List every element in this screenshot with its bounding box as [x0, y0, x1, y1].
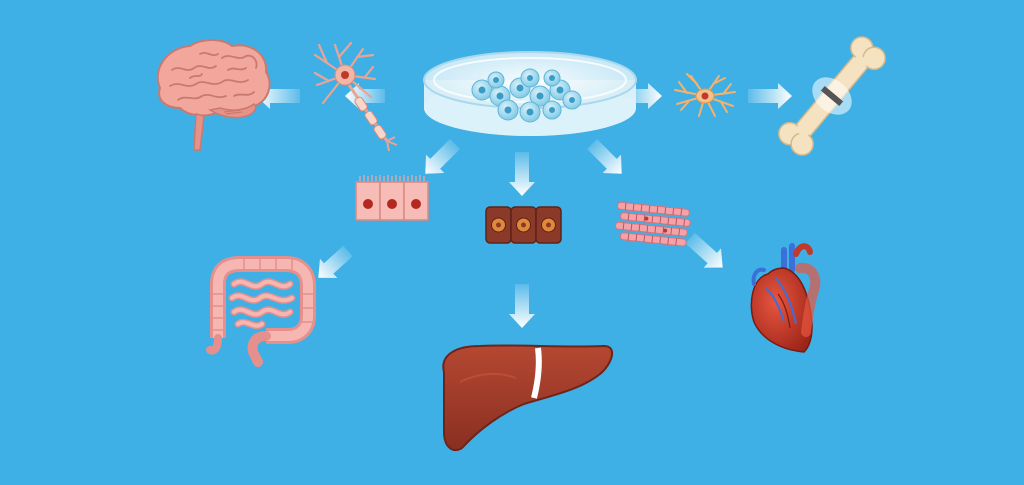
petri-dish-stem-cells-icon — [423, 51, 637, 136]
arrow-muscle-to-heart — [685, 232, 723, 268]
arrow-dish-to-muscle — [587, 139, 622, 174]
brain-icon — [156, 39, 271, 151]
small-intestine — [228, 278, 296, 330]
bone-icon — [778, 36, 886, 156]
neuron-icon — [313, 41, 398, 152]
intestine-icon — [206, 256, 316, 367]
muscle-fibers-icon — [614, 201, 691, 247]
axon — [347, 84, 398, 152]
hepatocytes-icon — [485, 206, 562, 244]
heart-icon — [750, 243, 821, 353]
astrocyte-icon — [674, 73, 736, 117]
arrow-epithelial-to-intestine — [318, 245, 353, 279]
arrow-astrocyte-to-bone — [748, 83, 792, 109]
liver-icon — [442, 344, 614, 451]
stem-cell-cluster — [471, 68, 582, 123]
arrow-dish-to-epithelial — [425, 139, 460, 174]
epithelial-cells-icon — [355, 175, 429, 221]
arrow-dish-to-hepatocytes — [509, 152, 535, 196]
arrow-hepatocytes-to-liver — [509, 284, 535, 328]
